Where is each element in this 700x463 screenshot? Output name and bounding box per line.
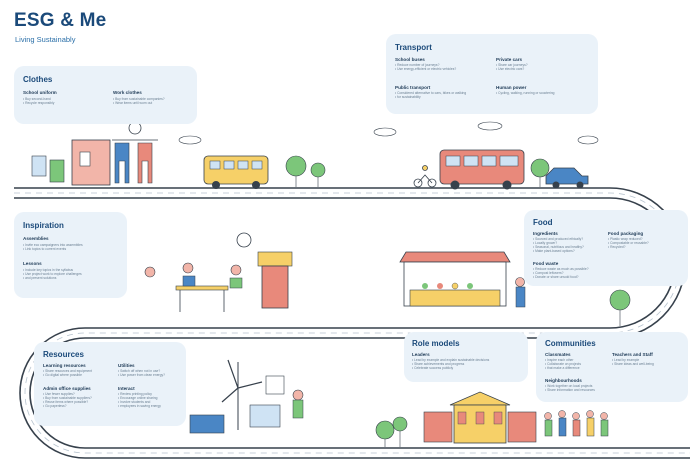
resources-line: • Go paperless? (43, 404, 67, 408)
inspiration-title: Inspiration (23, 221, 64, 230)
transport-title: Transport (395, 43, 432, 52)
resources-line: • Involve students and (118, 400, 151, 404)
cyclist-illustration (413, 165, 437, 188)
role-models-line: • Lead by example and explain sustainabl… (412, 358, 490, 362)
clothes-line: • Buy second-hand (23, 97, 51, 101)
clothes-line: • Recycle responsibly (23, 101, 55, 105)
clothes-title: Clothes (23, 75, 53, 84)
communities-group-heading: Teachers and Staff (612, 352, 653, 357)
communities-group-heading: Neighbourhoods (545, 378, 582, 383)
food-line: • Seasonal, nutritious and healthy? (533, 245, 584, 249)
transport-card: Transport School buses • Reduce number o… (386, 34, 598, 114)
classroom-illustration (144, 232, 293, 312)
communities-line: • Collaborate on projects (545, 362, 581, 366)
food-card: Food Ingredients • Sourced and produced … (524, 210, 688, 286)
resources-group-heading: Utilities (118, 363, 135, 368)
transport-line: • Share car journeys? (496, 63, 528, 67)
renewable-energy-illustration (189, 359, 304, 434)
food-line: • Donate or share unsold food? (533, 275, 579, 279)
communities-card: Communities Classmates • Inspire each ot… (536, 332, 688, 402)
community-people-illustration (544, 410, 609, 437)
food-line: • Plastic wrap reduced? (608, 237, 643, 241)
communities-line: • Inspire each other (545, 358, 574, 362)
food-group-heading: Food waste (533, 261, 559, 266)
communities-title: Communities (545, 339, 596, 348)
resources-line: • Review printing policy (118, 392, 152, 396)
page-subtitle: Living Sustainably (15, 35, 76, 44)
resources-line: • Reuse items where possible? (43, 400, 89, 404)
resources-group-heading: Admin office supplies (43, 386, 91, 391)
role-models-card: Role models Leaders • Lead by example an… (404, 332, 528, 382)
food-group-heading: Food packaging (608, 231, 644, 236)
role-models-line: • Share achievements and progress (412, 362, 465, 366)
food-line: • Sourced and produced ethically? (533, 237, 584, 241)
food-line: • Recycled? (608, 245, 626, 249)
communities-group-heading: Classmates (545, 352, 571, 357)
clothes-card: Clothes School uniform • Buy second-hand… (14, 66, 197, 124)
transport-group-heading: Private cars (496, 57, 523, 62)
food-stall-illustration (399, 251, 526, 308)
inspiration-group-heading: Lessons (23, 261, 42, 266)
red-bus-illustration (439, 149, 525, 190)
food-line: • Locally grown? (533, 241, 558, 245)
inspiration-line: • and present solutions (23, 276, 57, 280)
resources-card: Resources Learning resources • Share res… (34, 342, 186, 426)
resources-title: Resources (43, 350, 84, 359)
resources-line: • Go digital where possible (43, 373, 82, 377)
transport-line: • Considered alternative to cars, bikes … (395, 91, 467, 95)
page-title: ESG & Me (14, 10, 107, 31)
transport-group-heading: Human power (496, 85, 527, 90)
role-models-line: • Celebrate success publicly (412, 366, 454, 370)
inspiration-card: Inspiration Assemblies • Invite eco camp… (14, 212, 127, 298)
resources-line: • Switch off when not in use? (118, 369, 161, 373)
communities-line: • Lead by example (612, 358, 640, 362)
role-models-group-heading: Leaders (412, 352, 430, 357)
inspiration-line: • Include key topics in the syllabus (23, 268, 74, 272)
transport-group-heading: Public transport (395, 85, 431, 90)
inspiration-line: • Use project work to explore challenges (23, 272, 82, 276)
resources-line: • employees in saving energy (118, 404, 161, 408)
resources-line: • Use fewer supplies? (43, 392, 75, 396)
food-group-heading: Ingredients (533, 231, 558, 236)
resources-line: • Buy from sustainable suppliers? (43, 396, 92, 400)
communities-line: • Share ideas and well-being (612, 362, 654, 366)
communities-line: • that make a difference (545, 366, 580, 370)
clothes-shop-illustration (31, 121, 158, 186)
resources-line: • Encourage online sharing (118, 396, 158, 400)
resources-group-heading: Learning resources (43, 363, 86, 368)
school-bus-illustration (203, 155, 269, 189)
clothes-line: • Wear items until worn out (113, 101, 153, 105)
food-title: Food (533, 218, 553, 227)
transport-group-heading: School buses (395, 57, 425, 62)
resources-group-heading: Interact (118, 386, 135, 391)
transport-line: • Use electric cars? (496, 67, 525, 71)
inspiration-line: • Invite eco campaigners into assemblies (23, 243, 83, 247)
food-line: • Compost leftovers? (533, 271, 564, 275)
clothes-group-heading: Work clothes (113, 90, 142, 95)
role-models-title: Role models (412, 339, 460, 348)
inspiration-line: • Link topics to current events (23, 247, 67, 251)
town-hall-illustration (423, 391, 537, 444)
transport-line: • Use energy-efficient or electric vehic… (395, 67, 457, 71)
transport-line: • Cycling, walking, running or scooterin… (496, 91, 555, 95)
transport-line: • for sustainability (395, 95, 421, 99)
blue-car-illustration (545, 167, 589, 189)
inspiration-group-heading: Assemblies (23, 236, 49, 241)
food-line: • Compostable or reusable? (608, 241, 649, 245)
resources-line: • Share resources and equipment (43, 369, 92, 373)
food-line: • Make plant-based options? (533, 249, 575, 253)
food-line: • Reduce waste as much as possible? (533, 267, 589, 271)
transport-line: • Reduce number of journeys? (395, 63, 440, 67)
communities-line: • Work together on local projects (545, 384, 593, 388)
clothes-group-heading: School uniform (23, 90, 57, 95)
communities-line: • Share information and resources (545, 388, 595, 392)
resources-line: • Use power from clean energy? (118, 373, 165, 377)
clothes-line: • Buy from sustainable companies? (113, 97, 165, 101)
